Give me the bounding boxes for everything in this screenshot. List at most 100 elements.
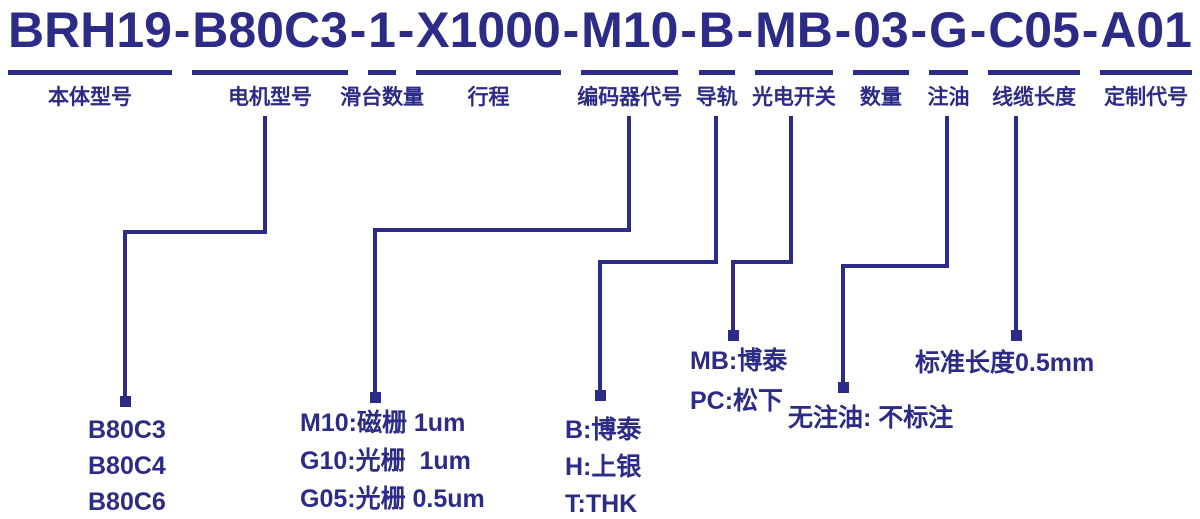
cable-line-end-dot <box>1011 330 1022 341</box>
segment-label: 注油 <box>927 86 970 109</box>
segment-label-wrap: 注油 <box>927 85 970 111</box>
segment-code: 03 <box>853 2 909 58</box>
model-code: BRH19 本体型号 - B80C3 电机型号 - 1 滑台数量 - X1000… <box>8 4 1192 111</box>
option-item: MB:博泰 <box>690 347 788 375</box>
rail-line-end-dot <box>595 390 606 401</box>
segment-underline <box>368 70 396 75</box>
cable-note-text: 标准长度0.5mm <box>915 349 1095 377</box>
code-segment-body-model: BRH19 本体型号 <box>8 4 172 111</box>
cable-leader-line-vertical <box>1014 116 1018 337</box>
motor-line-end-dot <box>120 396 131 407</box>
encoder-line-end-dot <box>370 392 381 403</box>
segment-underline <box>929 70 968 75</box>
segment-label-wrap: 滑台数量 <box>340 85 424 111</box>
segment-label: 电机型号 <box>228 86 313 109</box>
option-item: B80C4 <box>88 452 166 480</box>
segment-label-wrap: 定制代号 <box>1100 85 1192 111</box>
code-segment-quantity: 03 数量 <box>853 4 909 111</box>
dash-separator: - <box>834 2 852 58</box>
segment-label: 本体型号 <box>47 86 132 109</box>
dash-separator: - <box>969 2 987 58</box>
segment-label: 定制代号 <box>1104 86 1189 109</box>
code-segment-slide-count: 1 滑台数量 <box>340 2 424 111</box>
segment-underline <box>853 70 909 75</box>
segment-code: M10 <box>581 2 679 58</box>
switch-leader-line-horizontal <box>731 260 793 264</box>
segment-underline <box>1100 70 1192 75</box>
encoder-leader-line-vertical <box>627 116 631 232</box>
motor-leader-line-vertical <box>263 116 267 234</box>
segment-underline <box>698 70 735 75</box>
segment-code: G <box>929 2 968 58</box>
option-item: G10:光栅 1um <box>300 447 471 475</box>
oil-leader-line-vertical <box>945 116 949 268</box>
oil-leader-line-drop <box>841 264 845 388</box>
segment-label: 线缆长度 <box>992 86 1077 109</box>
segment-code: MB <box>755 2 833 58</box>
option-item: B80C3 <box>88 416 166 444</box>
segment-code: BRH19 <box>8 2 172 58</box>
dash-separator: - <box>736 2 754 58</box>
segment-underline <box>581 70 679 75</box>
segment-label-wrap: 行程 <box>416 85 561 111</box>
motor-leader-line-drop <box>123 230 127 402</box>
switch-options-list: MB:博泰 PC:松下 <box>690 341 787 421</box>
code-segment-rail: B 导轨 <box>695 2 738 111</box>
dash-separator: - <box>910 2 928 58</box>
code-segment-custom-code: A01 定制代号 <box>1100 4 1192 111</box>
code-segment-oil: G 注油 <box>927 2 970 111</box>
rail-options-list: B:博泰 H:上银 T:THK <box>565 412 641 519</box>
dash-separator: - <box>397 2 415 58</box>
segment-label-wrap: 本体型号 <box>8 85 172 111</box>
dash-separator: - <box>562 2 580 58</box>
option-item: B:博泰 <box>565 416 642 444</box>
segment-underline <box>755 70 833 75</box>
segment-label-wrap: 线缆长度 <box>988 85 1080 111</box>
segment-code: 1 <box>368 2 396 58</box>
motor-options-list: B80C3 B80C4 B80C6 <box>88 412 166 519</box>
option-item: PC:松下 <box>690 387 784 415</box>
segment-label: 数量 <box>859 86 902 109</box>
option-item: H:上银 <box>565 453 642 481</box>
segment-label: 滑台数量 <box>340 86 425 109</box>
segment-code: X1000 <box>416 2 561 58</box>
dash-separator: - <box>1081 2 1099 58</box>
segment-label-wrap: 电机型号 <box>192 85 348 111</box>
code-segment-stroke: X1000 行程 <box>416 4 561 111</box>
motor-leader-line-horizontal <box>123 230 267 234</box>
oil-leader-line-horizontal <box>841 264 949 268</box>
switch-line-end-dot <box>728 330 739 341</box>
code-segment-cable-length: C05 线缆长度 <box>988 4 1080 111</box>
dash-separator: - <box>680 2 697 58</box>
segment-code: B80C3 <box>192 2 348 58</box>
segment-label-wrap: 数量 <box>853 85 909 111</box>
option-item: G05:光栅 0.5um <box>300 485 485 513</box>
option-item: T:THK <box>565 490 638 518</box>
segment-code: B <box>698 2 735 58</box>
segment-underline <box>988 70 1080 75</box>
encoder-leader-line-horizontal <box>373 228 631 232</box>
option-item: M10:磁栅 1um <box>300 409 466 437</box>
option-item: B80C6 <box>88 488 166 516</box>
code-segment-photo-switch: MB 光电开关 <box>751 2 836 111</box>
rail-leader-line-horizontal <box>598 260 718 264</box>
encoder-options-list: M10:磁栅 1um G10:光栅 1um G05:光栅 0.5um <box>300 404 485 518</box>
dash-separator: - <box>173 2 191 58</box>
segment-label: 行程 <box>467 86 510 109</box>
segment-label-wrap: 光电开关 <box>751 85 836 111</box>
segment-code: A01 <box>1100 2 1192 58</box>
rail-leader-line-drop <box>598 260 602 396</box>
segment-label: 导轨 <box>695 86 738 109</box>
encoder-leader-line-drop <box>373 228 377 398</box>
segment-label: 光电开关 <box>751 86 836 109</box>
rail-leader-line-vertical <box>714 116 718 264</box>
segment-label-wrap: 导轨 <box>695 85 738 111</box>
segment-underline <box>192 70 348 75</box>
code-segment-encoder: M10 编码器代号 <box>577 2 682 111</box>
segment-code: C05 <box>988 2 1080 58</box>
segment-underline <box>8 70 172 75</box>
oil-note-text: 无注油: 不标注 <box>788 404 954 432</box>
dash-separator: - <box>349 2 367 58</box>
segment-label-wrap: 编码器代号 <box>577 85 682 111</box>
